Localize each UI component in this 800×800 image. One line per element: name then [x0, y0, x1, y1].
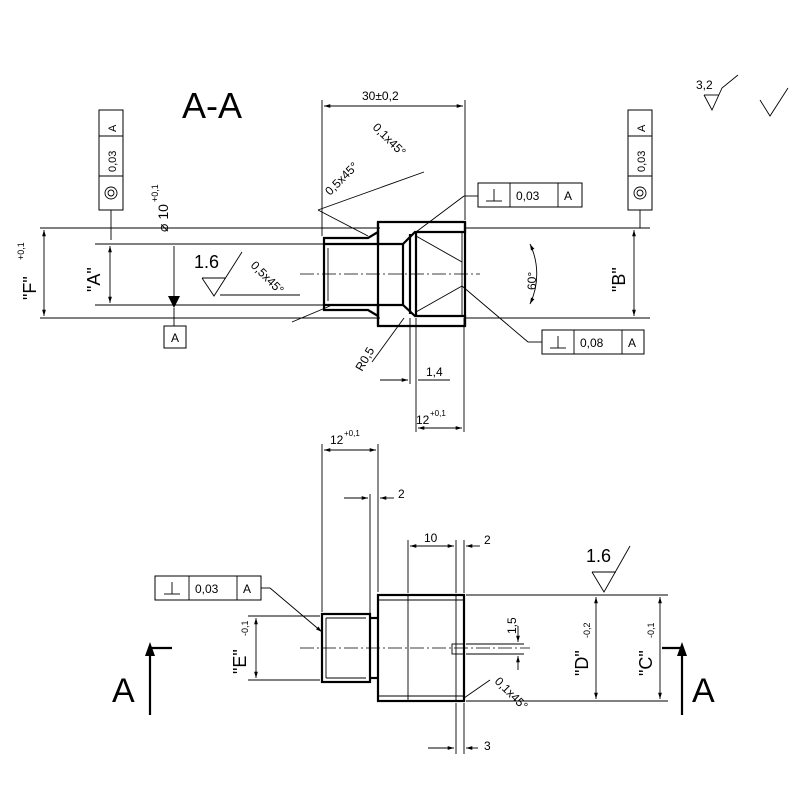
surface-finish-general-value: 3,2: [696, 78, 713, 92]
dim-A-label: "A": [84, 267, 104, 292]
section-arrow-right: A: [662, 642, 715, 715]
dim-C-label: "C": [636, 650, 656, 676]
svg-text:A: A: [692, 672, 715, 710]
dim-length-30: 30±0,2: [362, 89, 399, 103]
surface-finish-lower: 1.6: [586, 546, 611, 566]
dim-chamfer-left: 0,5x45°: [248, 258, 287, 297]
dim-chamfer-outer: 0,1x45°: [370, 120, 409, 159]
svg-text:0,03: 0,03: [195, 582, 219, 596]
dim-diameter-10-tol: +0,1: [150, 184, 160, 202]
dim-view-len-tol: +0,1: [344, 429, 360, 438]
tolerance-frame-perp-bottom: 0,08 A: [461, 285, 645, 355]
dim-bore-depth: 12: [416, 413, 430, 427]
dim-F-label: "F": [20, 276, 40, 300]
side-view-body: [300, 593, 530, 703]
svg-text:A: A: [636, 124, 648, 132]
svg-text:0,08: 0,08: [580, 336, 604, 350]
dim-step-10: 10: [424, 531, 438, 545]
dim-chamfer-inner: 0,5x45°: [322, 159, 361, 198]
dim-cone-angle: 60°: [525, 272, 539, 290]
dim-B-label: "B": [609, 267, 629, 292]
section-arrow-left: A: [112, 642, 172, 715]
dim-bore-depth-tol: +0,1: [430, 409, 446, 418]
dim-diameter-10: ⌀ 10: [155, 204, 171, 232]
svg-text:A: A: [112, 672, 135, 710]
dim-view-len: 12: [330, 433, 344, 447]
svg-text:A: A: [564, 189, 572, 203]
surface-finish-section: 1.6: [194, 252, 219, 272]
dim-E-tol: -0,1: [240, 620, 250, 636]
svg-text:0,03: 0,03: [516, 189, 540, 203]
dim-D-label: "D": [572, 650, 592, 676]
surface-finish-symbol-general: 3,2: [696, 74, 789, 117]
dim-slot-3: 3: [484, 739, 491, 753]
dim-slot-1-5: 1,5: [505, 617, 519, 634]
dim-step-2b: 2: [484, 533, 491, 547]
tolerance-frame-perp-top: 0,03 A: [415, 182, 583, 233]
dim-E-label: "E": [230, 649, 250, 674]
tolerance-frame-right: A 0,03: [627, 109, 653, 228]
dim-radius: R0,5: [352, 344, 377, 373]
dim-F-tolerance: +0,1: [16, 242, 26, 260]
tolerance-frame-perp-view: 0,03 A: [154, 575, 323, 633]
svg-text:A: A: [628, 336, 636, 350]
svg-text:0,03: 0,03: [107, 151, 119, 172]
dim-C-tol: -0,1: [646, 622, 656, 638]
dim-D-tol: -0,2: [582, 622, 592, 638]
section-title: A-A: [182, 85, 242, 126]
svg-text:A: A: [243, 582, 251, 596]
dim-chamfer-view: 0,1x45°: [492, 674, 531, 713]
datum-A-marker: A: [171, 331, 179, 345]
tolerance-frame-left: A 0,03: [98, 109, 124, 240]
dim-step-2: 2: [398, 487, 405, 501]
svg-text:0,03: 0,03: [636, 151, 648, 172]
svg-text:A: A: [107, 124, 119, 132]
section-body: [300, 220, 480, 328]
dim-groove-width: 1,4: [426, 365, 443, 379]
